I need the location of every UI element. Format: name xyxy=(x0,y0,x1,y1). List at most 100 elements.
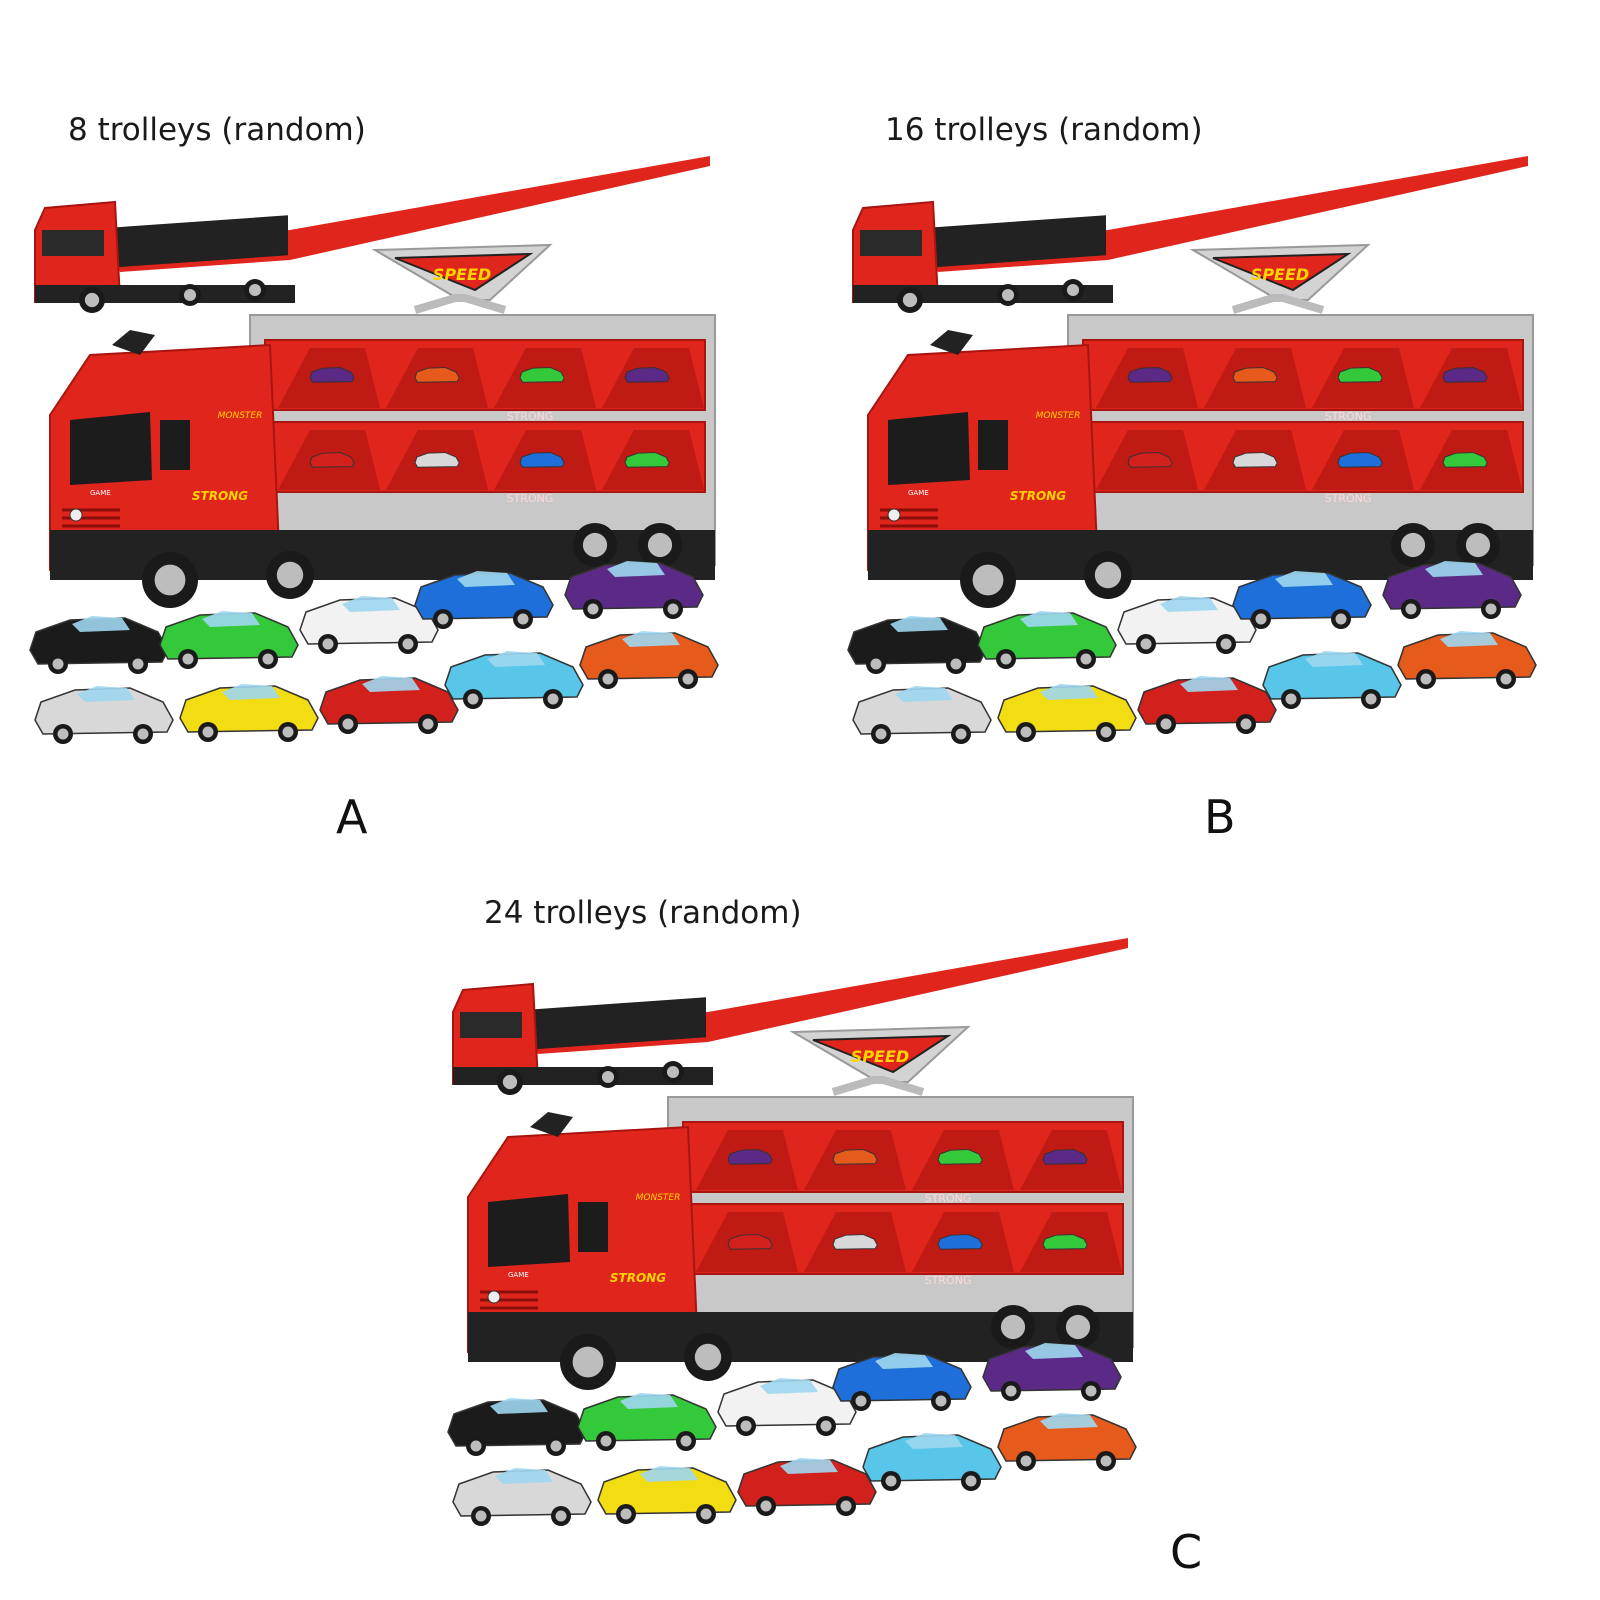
deck-car-body xyxy=(519,367,565,383)
toy-car xyxy=(34,686,174,744)
sign-triangle xyxy=(1212,252,1352,292)
wheel-hub xyxy=(84,292,100,308)
toy-car xyxy=(1232,571,1372,629)
wheel-hub xyxy=(502,1074,518,1090)
wheel-hub xyxy=(1255,613,1267,625)
toy-car xyxy=(29,616,169,674)
variant-label-b: B xyxy=(1204,790,1236,844)
deck-car xyxy=(1442,367,1488,383)
car-body xyxy=(1382,562,1522,610)
wheel-hub xyxy=(902,292,918,308)
toy-car xyxy=(852,686,992,744)
toy-car xyxy=(564,561,704,619)
wheel-hub xyxy=(694,1343,722,1371)
deck-car xyxy=(1337,452,1383,468)
car-body xyxy=(319,677,459,725)
sign-stand xyxy=(413,294,507,314)
caption-a: 8 trolleys (random) xyxy=(68,112,366,148)
wheel-hub xyxy=(276,561,304,589)
deck-car-body xyxy=(519,452,565,468)
deck-car-body xyxy=(414,452,460,468)
car-body xyxy=(564,562,704,610)
wheel-hub xyxy=(667,603,679,615)
toy-car xyxy=(414,571,554,629)
toy-car xyxy=(447,1398,587,1456)
wheel-hub xyxy=(1100,1455,1112,1467)
car-body xyxy=(1262,652,1402,700)
wheel-hub xyxy=(600,1435,612,1447)
car-body xyxy=(452,1469,592,1517)
wheel-hub xyxy=(1020,726,1032,738)
deck-car xyxy=(832,1234,878,1250)
wheel-hub xyxy=(470,1440,482,1452)
cab-horn xyxy=(930,330,973,355)
wheel-hub xyxy=(1085,1385,1097,1397)
car-body xyxy=(862,1434,1002,1482)
car-body xyxy=(1232,572,1372,620)
deck-car xyxy=(624,367,670,383)
deck-car-body xyxy=(1442,367,1488,383)
car-window xyxy=(1275,571,1333,587)
deck-label: STRONG xyxy=(925,1192,972,1205)
car-window xyxy=(1040,684,1098,700)
car-body xyxy=(159,612,299,660)
sign-stand xyxy=(1231,294,1325,314)
wheel-hub xyxy=(955,728,967,740)
caption-b: 16 trolleys (random) xyxy=(885,112,1203,148)
sign-text: SPEED xyxy=(851,1047,909,1066)
speed-sign: SPEED xyxy=(371,243,553,314)
speed-sign: SPEED xyxy=(1189,243,1371,314)
toy-car xyxy=(597,1466,737,1524)
deck-label: STRONG xyxy=(925,1274,972,1287)
variant-label-c: C xyxy=(1170,1525,1203,1579)
deck-car xyxy=(414,367,460,383)
variant-label-a: A xyxy=(336,790,368,844)
cab-side-window xyxy=(578,1202,608,1252)
car-window xyxy=(362,676,420,692)
car-window xyxy=(342,596,400,612)
wheel-hub xyxy=(972,564,1004,596)
wheel-hub xyxy=(1160,718,1172,730)
deck-car-body xyxy=(309,367,355,383)
cab-horn xyxy=(530,1112,573,1137)
deck-car-body xyxy=(832,1149,878,1165)
car-window xyxy=(77,686,135,702)
cab-windshield xyxy=(888,412,970,485)
toy-car xyxy=(159,611,299,669)
toy-car xyxy=(832,1353,972,1411)
wheel-hub xyxy=(602,673,614,685)
deck-car xyxy=(832,1149,878,1165)
wheel-hub xyxy=(620,1508,632,1520)
car-window xyxy=(72,616,130,632)
deck-car xyxy=(309,367,355,383)
car-window xyxy=(487,651,545,667)
deck-car-body xyxy=(1127,452,1173,468)
wheel-hub xyxy=(1000,1314,1026,1340)
toy-car xyxy=(997,684,1137,742)
car-body xyxy=(997,1414,1137,1462)
wheel-hub xyxy=(550,1440,562,1452)
wheel-hub xyxy=(1220,638,1232,650)
wheel-hub xyxy=(422,718,434,730)
car-window xyxy=(1040,1413,1098,1429)
wheel-hub xyxy=(57,728,69,740)
deck-car-body xyxy=(1337,367,1383,383)
car-body xyxy=(977,612,1117,660)
wheel-hub xyxy=(1240,718,1252,730)
deck-car xyxy=(937,1234,983,1250)
car-body xyxy=(832,1354,972,1402)
car-window xyxy=(1305,651,1363,667)
car-window xyxy=(1020,611,1078,627)
wheel-hub xyxy=(666,1065,680,1079)
car-window xyxy=(1025,1343,1083,1359)
wheel-hub xyxy=(1400,532,1426,558)
wheel-hub xyxy=(965,1475,977,1487)
wheel-hub xyxy=(132,658,144,670)
cab-side-window xyxy=(978,420,1008,470)
toy-car xyxy=(1382,561,1522,619)
car-window xyxy=(875,1353,933,1369)
deck-car-body xyxy=(624,367,670,383)
deck-car xyxy=(1042,1234,1088,1250)
